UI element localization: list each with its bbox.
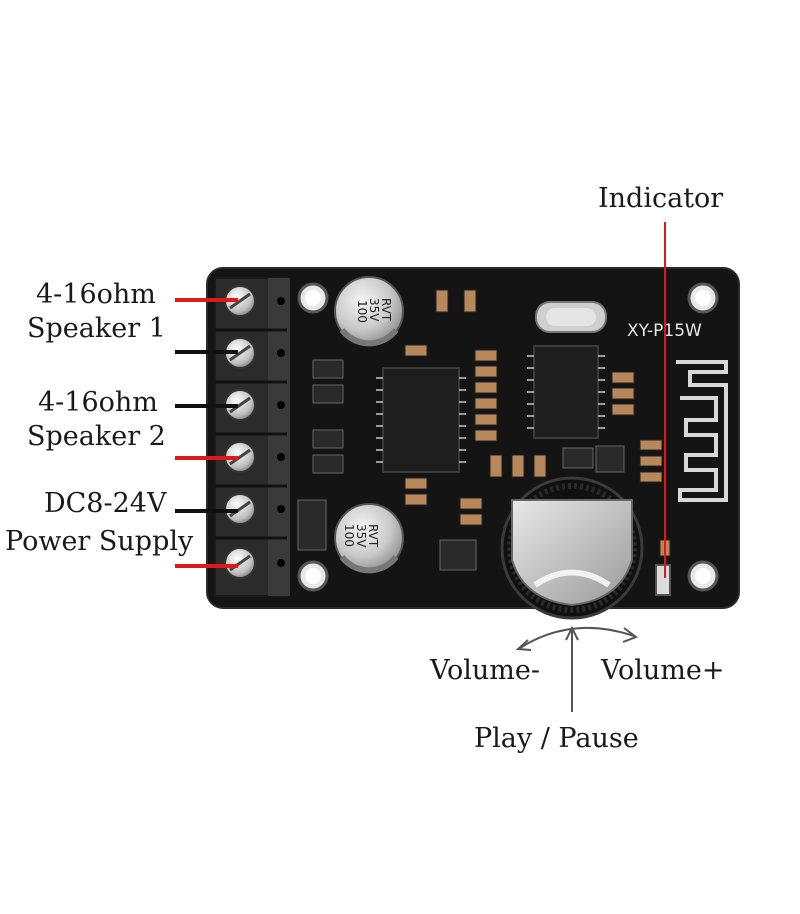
indicator-label: Indicator <box>598 183 724 214</box>
smd-black-components <box>297 359 625 571</box>
smd-components <box>404 289 663 526</box>
volume-plus-label: Volume+ <box>601 655 725 686</box>
power-supply-label: Power Supply <box>5 526 194 557</box>
capacitor-marking: 100 <box>355 300 369 323</box>
indicator-led <box>655 564 671 596</box>
capacitor-top: 100 35V RVT <box>334 276 404 347</box>
capacitor-marking: 100 <box>342 524 356 547</box>
speaker1-ohm-label: 4-16ohm <box>36 279 156 310</box>
terminal-screw <box>224 547 256 579</box>
play-pause-label: Play / Pause <box>474 723 639 754</box>
terminal-screw <box>224 493 256 525</box>
volume-arc-arrow <box>515 626 639 651</box>
capacitor-marking: RVT <box>379 298 393 322</box>
capacitor-marking: 35V <box>367 298 381 322</box>
antenna-trace <box>676 360 728 502</box>
capacitor-marking: RVT <box>366 524 380 548</box>
speaker1-name-label: Speaker 1 <box>27 313 166 344</box>
terminal-screw <box>224 337 256 369</box>
speaker2-ohm-label: 4-16ohm <box>38 387 158 418</box>
speaker1-wires <box>175 298 238 354</box>
speaker2-name-label: Speaker 2 <box>27 421 166 452</box>
volume-minus-label: Volume- <box>430 655 541 686</box>
mounting-holes <box>297 282 719 592</box>
rotary-knob <box>500 476 644 620</box>
amplifier-ic <box>382 367 460 473</box>
capacitor-marking: 35V <box>354 524 368 548</box>
terminal-block <box>214 277 290 597</box>
power-voltage-label: DC8-24V <box>44 488 167 519</box>
bluetooth-ic <box>533 345 599 439</box>
capacitor-bottom: 100 35V RVT <box>334 503 404 574</box>
speaker2-wires <box>175 404 238 460</box>
power-wires <box>175 509 238 568</box>
